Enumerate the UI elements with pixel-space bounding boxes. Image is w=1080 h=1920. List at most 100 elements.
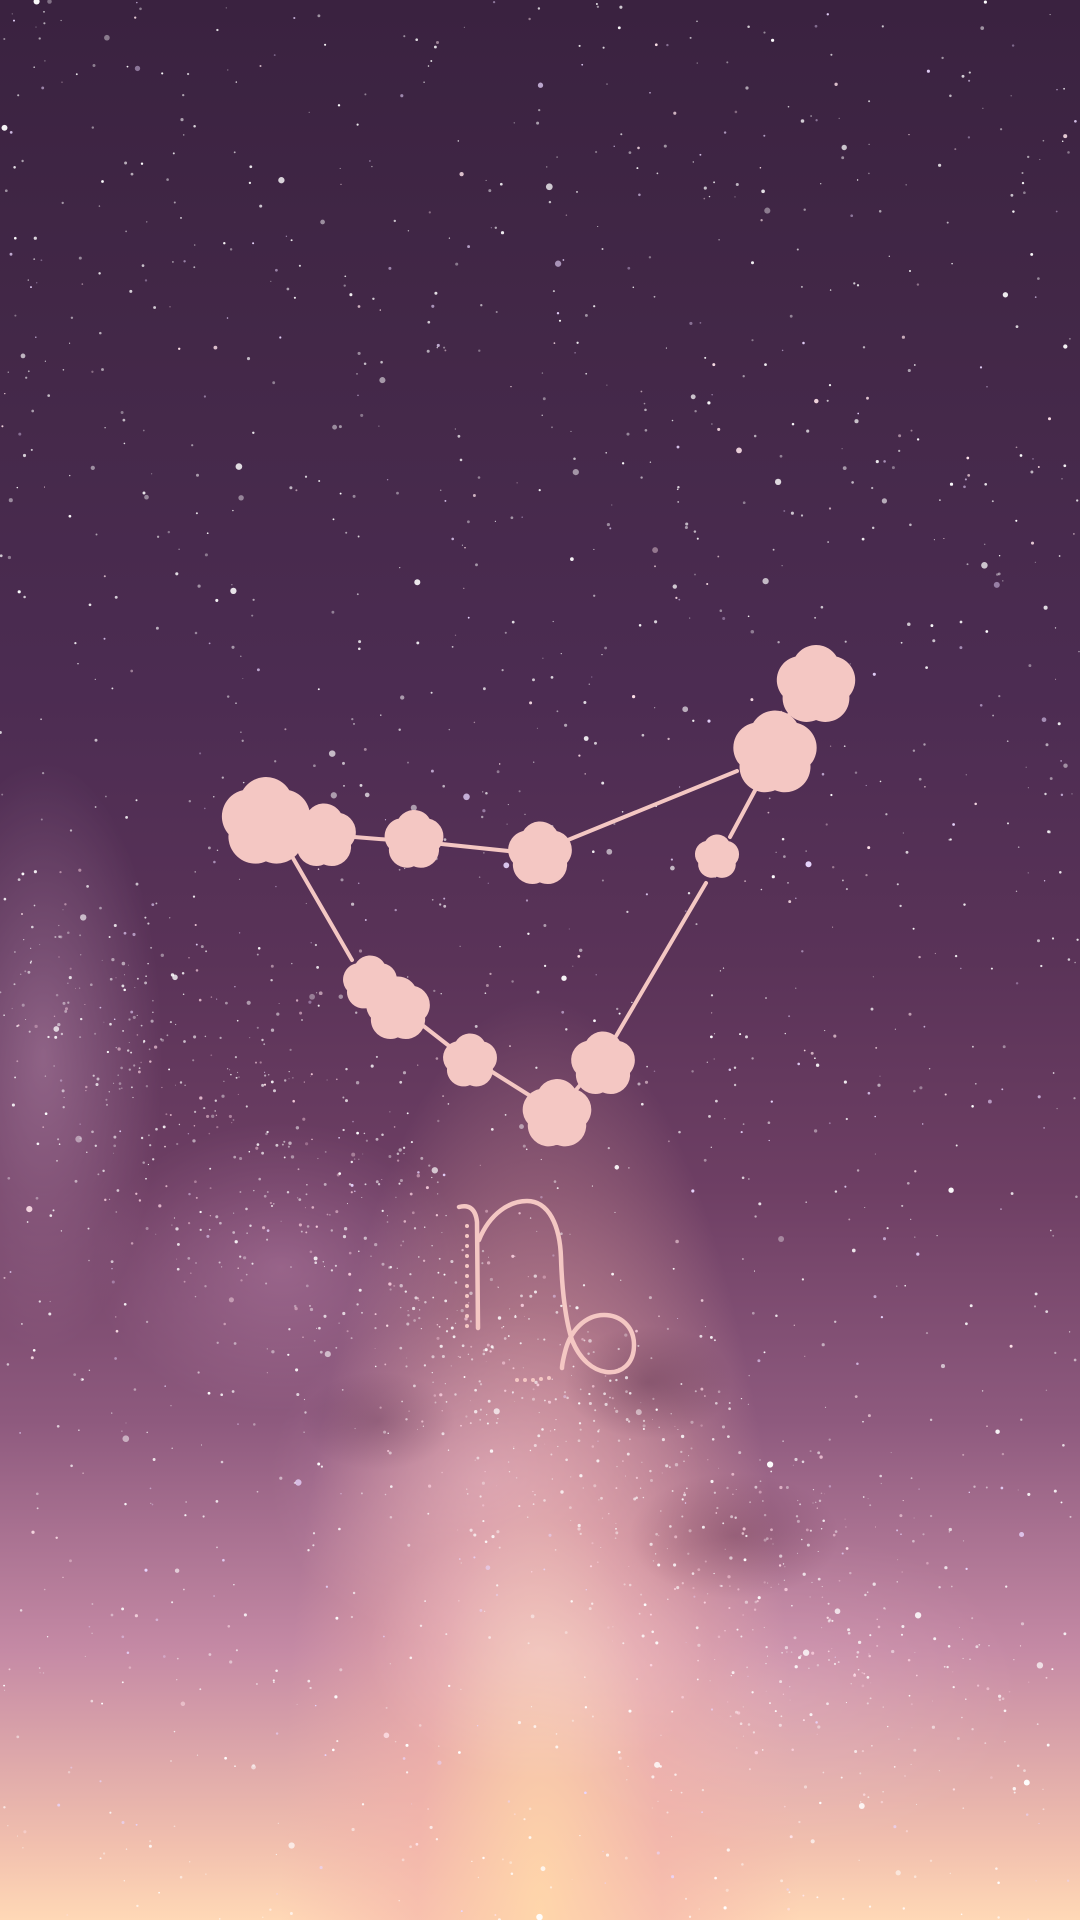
background-star bbox=[494, 226, 497, 229]
background-star bbox=[929, 1418, 933, 1422]
milky-way-star bbox=[209, 1167, 212, 1170]
background-star bbox=[685, 522, 689, 526]
background-star bbox=[471, 1860, 473, 1862]
background-star bbox=[61, 81, 63, 83]
milky-way-star bbox=[490, 1345, 494, 1349]
background-star bbox=[480, 815, 484, 819]
background-star bbox=[13, 166, 16, 169]
background-star bbox=[431, 1355, 435, 1359]
milky-way-star bbox=[875, 1526, 876, 1528]
background-star bbox=[183, 1588, 185, 1591]
background-star bbox=[1052, 1234, 1055, 1237]
background-star bbox=[350, 1615, 354, 1619]
milky-way-star bbox=[120, 1066, 123, 1070]
milky-way-star bbox=[673, 1563, 677, 1567]
milky-way-star bbox=[534, 1380, 538, 1385]
background-star bbox=[955, 1144, 958, 1147]
background-star bbox=[988, 1645, 990, 1647]
background-star bbox=[173, 1825, 176, 1828]
background-star bbox=[689, 617, 691, 619]
milky-way-star bbox=[868, 1654, 871, 1658]
background-star bbox=[123, 442, 126, 445]
background-star bbox=[834, 82, 838, 86]
background-star bbox=[344, 275, 347, 278]
background-star bbox=[660, 1734, 662, 1736]
glyph-dot bbox=[465, 1324, 469, 1328]
background-star bbox=[910, 1477, 913, 1479]
background-star bbox=[575, 1306, 579, 1310]
background-star bbox=[971, 1105, 974, 1108]
background-star bbox=[967, 474, 971, 477]
milky-way-star bbox=[784, 1646, 789, 1650]
background-star bbox=[604, 1882, 607, 1884]
background-star bbox=[993, 581, 1000, 588]
milky-way-star bbox=[450, 1365, 452, 1367]
background-star bbox=[815, 1063, 820, 1067]
background-star bbox=[492, 0, 496, 4]
background-star bbox=[298, 264, 301, 267]
background-star bbox=[506, 823, 508, 825]
background-star bbox=[588, 1607, 592, 1611]
background-star bbox=[757, 1596, 761, 1600]
background-star bbox=[914, 1236, 916, 1238]
background-star bbox=[987, 1099, 992, 1104]
milky-way-star bbox=[103, 1021, 105, 1023]
background-star bbox=[353, 722, 355, 725]
background-star bbox=[1042, 139, 1045, 142]
background-star bbox=[415, 1842, 419, 1846]
background-star bbox=[768, 797, 771, 800]
background-star bbox=[231, 645, 235, 649]
background-star bbox=[371, 165, 373, 168]
background-star bbox=[218, 1261, 221, 1264]
milky-way-star bbox=[85, 1090, 87, 1092]
background-star bbox=[239, 1255, 242, 1258]
background-star bbox=[215, 1215, 219, 1219]
background-star bbox=[478, 1380, 481, 1383]
background-star bbox=[84, 1655, 86, 1657]
background-star bbox=[1037, 277, 1040, 280]
background-star bbox=[856, 284, 860, 287]
background-star bbox=[1001, 1452, 1005, 1456]
background-star bbox=[243, 1613, 247, 1617]
milky-way-star bbox=[589, 1565, 593, 1568]
background-star bbox=[548, 1533, 552, 1537]
background-star bbox=[913, 1875, 917, 1878]
milky-way-star bbox=[234, 1240, 238, 1244]
background-star bbox=[840, 1776, 843, 1779]
background-star bbox=[913, 364, 916, 366]
background-star bbox=[735, 182, 739, 187]
background-star bbox=[789, 314, 793, 318]
milky-way-star bbox=[409, 1192, 413, 1196]
background-star bbox=[227, 1624, 231, 1628]
background-star bbox=[826, 1702, 829, 1706]
milky-way-star bbox=[145, 975, 147, 977]
milky-way-star bbox=[727, 1701, 729, 1703]
background-star bbox=[583, 701, 587, 704]
background-star bbox=[479, 1608, 483, 1612]
milky-way-star bbox=[898, 1738, 900, 1740]
background-star bbox=[828, 507, 832, 510]
background-star bbox=[628, 1709, 632, 1713]
background-star bbox=[75, 73, 78, 76]
background-star bbox=[222, 1558, 225, 1562]
background-star bbox=[144, 279, 148, 282]
background-star bbox=[595, 150, 598, 154]
background-star bbox=[356, 1131, 359, 1135]
milky-way-star bbox=[441, 1410, 443, 1412]
background-star bbox=[405, 1771, 409, 1774]
milky-way-star bbox=[413, 1319, 416, 1322]
background-star bbox=[684, 525, 688, 530]
background-star bbox=[523, 1818, 526, 1821]
milky-way-star bbox=[740, 1397, 743, 1400]
background-star bbox=[898, 449, 901, 453]
background-star bbox=[850, 214, 854, 218]
background-star bbox=[88, 1259, 90, 1262]
background-star bbox=[533, 761, 535, 763]
background-star bbox=[626, 1779, 628, 1781]
background-star bbox=[691, 1189, 695, 1193]
milky-way-star bbox=[229, 1069, 231, 1071]
background-star bbox=[740, 1131, 743, 1134]
milky-way-star bbox=[204, 1035, 207, 1038]
milky-way-star bbox=[789, 1686, 791, 1688]
background-star bbox=[256, 1490, 259, 1493]
